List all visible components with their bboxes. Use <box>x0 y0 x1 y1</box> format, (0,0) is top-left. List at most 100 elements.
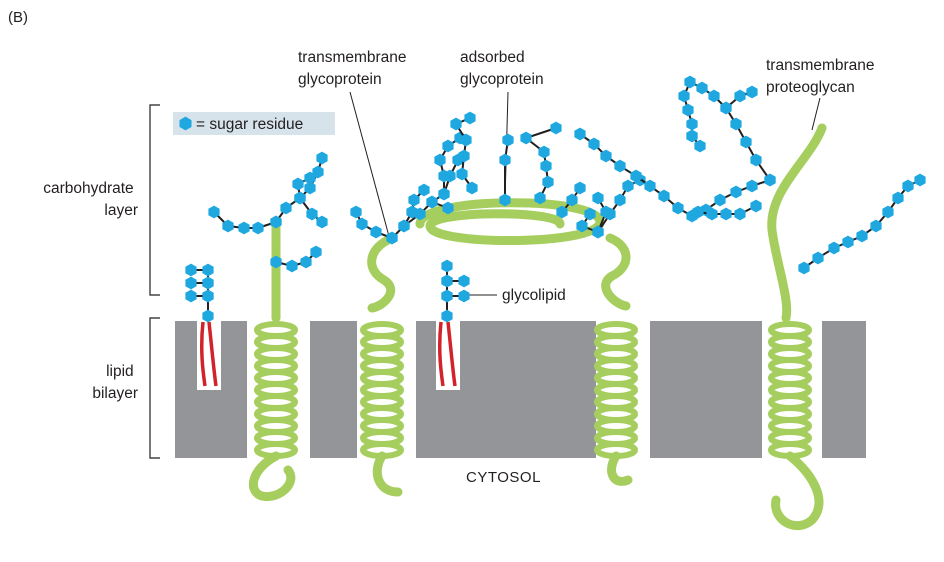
sugar-residue <box>682 103 694 117</box>
glycolipid-2-sugars <box>441 259 453 323</box>
protein-3-chain-b <box>592 191 612 239</box>
protein-1-chain-e <box>270 245 322 273</box>
glycolipid-label: glycolipid <box>502 287 566 304</box>
transmembrane-proteoglycan-label: transmembrane proteoglycan <box>766 57 879 96</box>
sugar-residue <box>828 241 840 255</box>
sugar-residue <box>622 179 634 193</box>
sugar-residue <box>458 274 470 288</box>
protein-2-helix <box>360 321 404 459</box>
sugar-residue <box>550 121 562 135</box>
protein-3-coil <box>601 233 631 311</box>
sugar-residue <box>842 235 854 249</box>
lipid-bilayer <box>175 321 866 458</box>
sugar-residue <box>746 179 758 193</box>
protein-3-chain-a <box>592 173 646 239</box>
sugar-residue <box>441 289 453 303</box>
glycolipid-1-branch-b <box>185 276 214 290</box>
sugar-residue <box>442 139 454 153</box>
sugar-residue <box>750 199 762 213</box>
carbohydrate-layer-bracket <box>149 104 160 296</box>
protein-1-chain-a <box>270 151 328 229</box>
protein-3-tail <box>607 451 633 486</box>
sugar-residue <box>520 131 532 145</box>
sugar-residue <box>798 261 810 275</box>
sugar-residue <box>720 207 732 221</box>
sugar-residue <box>730 185 742 199</box>
sugar-residue <box>238 221 250 235</box>
sugar-residue <box>696 81 708 95</box>
carbohydrate-layer-label: carbohydrate layer <box>43 180 138 219</box>
adsorbed-chain-c <box>556 181 586 219</box>
proteoglycan-helix <box>768 321 812 459</box>
protein-1-chain-d <box>292 171 316 205</box>
protein-2-chain-a <box>386 153 464 245</box>
adsorbed-protein-body <box>415 198 605 246</box>
sugar-residue <box>286 259 298 273</box>
sugar-residue <box>370 225 382 239</box>
sugar-residue <box>292 177 304 191</box>
protein-1-chain-b <box>294 191 328 229</box>
protein-3-chain-c <box>576 207 604 239</box>
legend-text: = sugar residue <box>196 116 303 133</box>
protein-1-chain-c <box>208 205 282 235</box>
sugar-residue <box>350 205 362 219</box>
sugar-residue <box>185 263 197 277</box>
sugar-residue <box>540 159 552 173</box>
sugar-residue <box>185 289 197 303</box>
glycolipid-1-tails <box>199 321 218 387</box>
sugar-residue <box>434 153 446 167</box>
sugar-residue <box>746 85 758 99</box>
adsorbed-chain-a <box>450 111 478 195</box>
sugar-chains <box>185 75 926 323</box>
protein-2-chain-d <box>350 205 398 245</box>
sugar-residue <box>316 151 328 165</box>
sugar-residue <box>252 221 264 235</box>
sugar-residue <box>914 173 926 187</box>
adsorbed-chain-stem <box>499 133 514 207</box>
sugar-residue <box>441 274 453 288</box>
sugar-residue <box>542 175 554 189</box>
protein-2-chain-c <box>434 131 466 201</box>
panel-label: (B) <box>8 9 28 26</box>
sugar-residue <box>856 229 868 243</box>
sugar-residue <box>614 159 626 173</box>
sugar-residue <box>202 263 214 277</box>
lipid-bilayer-bracket <box>149 317 160 459</box>
sugar-residue <box>574 127 586 141</box>
sugar-residue <box>734 207 746 221</box>
sugar-residue <box>356 217 368 231</box>
cytosol-label: CYTOSOL <box>466 469 541 486</box>
protein-2-tail <box>372 451 403 497</box>
sugar-residue <box>678 89 690 103</box>
protein-2-chain-b <box>426 195 454 215</box>
legend: = sugar residue <box>173 112 335 135</box>
glycolipid-2-branch-a <box>441 289 470 303</box>
sugar-residue <box>644 179 656 193</box>
sugar-residue <box>202 289 214 303</box>
sugar-residue <box>438 187 450 201</box>
gag-chain-1 <box>574 127 776 223</box>
sugar-residue <box>458 289 470 303</box>
proteins <box>197 123 827 530</box>
sugar-residue <box>592 191 604 205</box>
adsorbed-glycoprotein-label: adsorbed glycoprotein <box>460 49 544 88</box>
sugar-residue <box>441 259 453 273</box>
sugar-residue <box>684 75 696 89</box>
sugar-residue <box>538 145 550 159</box>
sugar-residue <box>499 153 511 167</box>
sugar-residue <box>464 111 476 125</box>
sugar-residue <box>740 135 752 149</box>
protein-2-coil <box>367 235 396 313</box>
gag-chain-5 <box>798 173 926 275</box>
sugar-residue <box>185 276 197 290</box>
sugar-residue <box>686 117 698 131</box>
sugar-residue <box>316 215 328 229</box>
sugar-residue <box>202 276 214 290</box>
proteoglycan-tail <box>771 451 824 530</box>
proteoglycan-stem <box>767 123 827 323</box>
gag-chain-4 <box>720 85 758 115</box>
sugar-residue <box>502 133 514 147</box>
adsorbed-chain-b <box>520 121 562 205</box>
sugar-residue <box>714 193 726 207</box>
